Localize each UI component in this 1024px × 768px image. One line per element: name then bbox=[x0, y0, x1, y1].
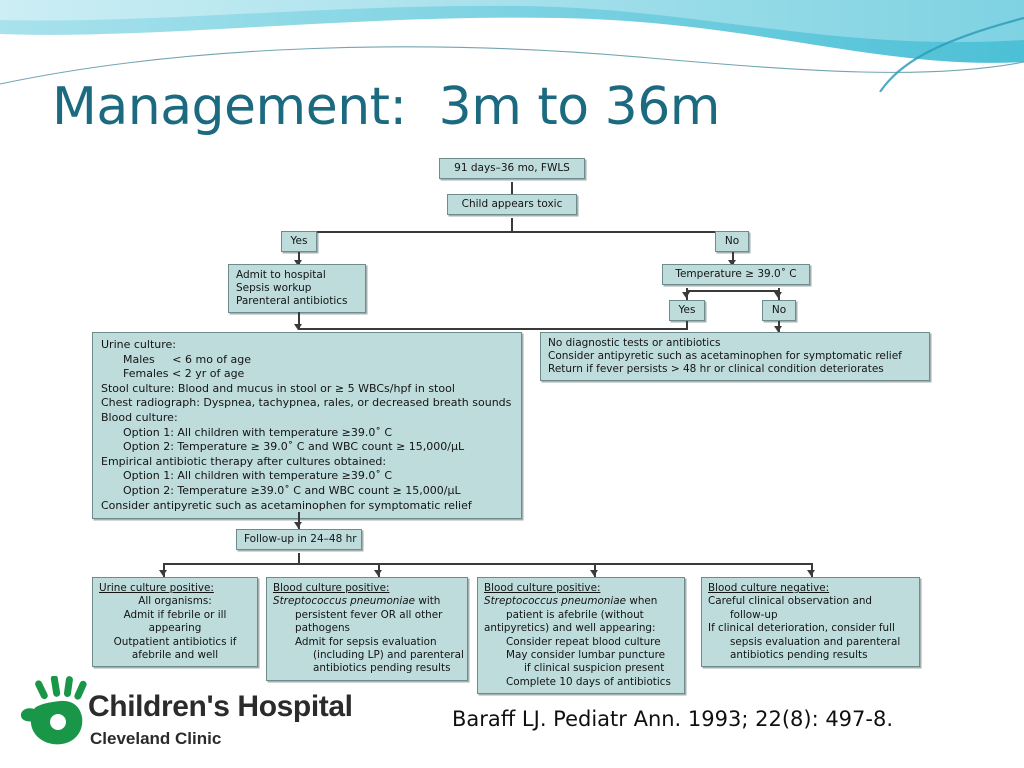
logo-subtitle: Cleveland Clinic bbox=[90, 729, 222, 748]
header-wave-decoration bbox=[0, 0, 1024, 92]
citation-text: Baraff LJ. Pediatr Ann. 1993; 22(8): 497… bbox=[452, 707, 894, 731]
arrow-icon bbox=[774, 292, 782, 298]
hospital-logo bbox=[20, 676, 87, 745]
line-suffix: with bbox=[415, 595, 441, 608]
outcome-box-blood-culture-negative: Blood culture negative: Careful clinical… bbox=[701, 577, 920, 668]
arrow-icon bbox=[728, 260, 736, 266]
connector bbox=[298, 312, 300, 330]
line-suffix: when bbox=[626, 595, 658, 608]
connector bbox=[732, 252, 734, 266]
node-toxic-no: No bbox=[715, 231, 749, 252]
node-followup: Follow-up in 24–48 hr bbox=[236, 529, 362, 550]
connector bbox=[298, 328, 686, 330]
flowchart-diagram: 91 days–36 mo, FWLS Child appears toxic … bbox=[0, 150, 1024, 695]
arrow-icon bbox=[159, 570, 167, 576]
connector bbox=[511, 182, 513, 200]
connector bbox=[686, 321, 688, 330]
connector bbox=[298, 512, 300, 530]
arrow-icon bbox=[682, 292, 690, 298]
outcome-box-blood-culture-positive-persistent: Blood culture positive: Streptococcus pn… bbox=[266, 577, 468, 681]
connector bbox=[511, 218, 513, 232]
connector bbox=[163, 563, 812, 565]
node-no-diagnostic-tests: No diagnostic tests or antibiotics Consi… bbox=[540, 332, 930, 381]
organism-name: Streptococcus pneumoniae bbox=[273, 595, 416, 608]
arrow-icon bbox=[374, 570, 382, 576]
organism-name: Streptococcus pneumoniae bbox=[484, 595, 627, 608]
node-temp-yes: Yes bbox=[669, 300, 705, 321]
node-start: 91 days–36 mo, FWLS bbox=[439, 158, 585, 179]
node-temp-no: No bbox=[762, 300, 796, 321]
node-toxic-yes: Yes bbox=[281, 231, 317, 252]
connector bbox=[686, 290, 778, 292]
arrow-icon bbox=[807, 570, 815, 576]
node-admit-to-hospital: Admit to hospital Sepsis workup Parenter… bbox=[228, 264, 366, 313]
arrow-icon bbox=[774, 326, 782, 332]
connector bbox=[298, 553, 300, 564]
connector bbox=[298, 252, 300, 266]
outcome-box-blood-culture-positive-afebrile: Blood culture positive: Streptococcus pn… bbox=[477, 577, 685, 695]
arrow-icon bbox=[294, 522, 302, 528]
arrow-icon bbox=[294, 324, 302, 330]
outcome-box-urine-culture-positive: Urine culture positive: All organisms: A… bbox=[92, 577, 258, 668]
arrow-icon bbox=[294, 260, 302, 266]
arrow-icon bbox=[590, 570, 598, 576]
green-hand-icon bbox=[20, 676, 87, 745]
node-workup-orders: Urine culture: Males < 6 mo of age Femal… bbox=[92, 332, 522, 520]
connector bbox=[298, 231, 733, 233]
page-title: Management: 3m to 36m bbox=[52, 77, 720, 137]
logo-title: Children's Hospital bbox=[88, 690, 353, 723]
node-child-appears-toxic: Child appears toxic bbox=[447, 194, 577, 215]
node-temperature-threshold: Temperature ≥ 39.0˚ C bbox=[662, 264, 810, 285]
